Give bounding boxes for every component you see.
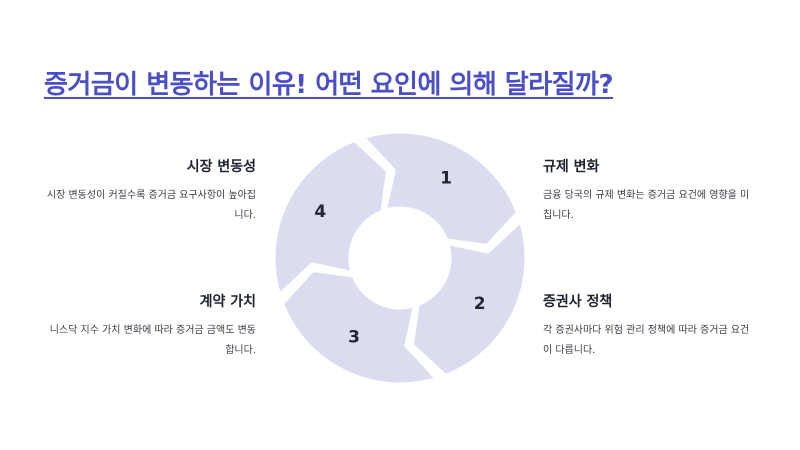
page-title: 증거금이 변동하는 이유! 어떤 요인에 의해 달라질까?	[44, 70, 614, 100]
cycle-segments	[272, 130, 528, 386]
cycle-diagram: 1 2 3 4	[272, 130, 528, 386]
factor-block-4: 계약 가치 니스닥 지수 가치 변화에 따라 증거금 금액도 변동합니다.	[46, 291, 256, 361]
factor-description-4: 니스닥 지수 가치 변화에 따라 증거금 금액도 변동합니다.	[49, 325, 256, 356]
cycle-segment-2	[411, 220, 528, 377]
cycle-number-4: 4	[314, 202, 326, 222]
factor-heading-4: 계약 가치	[199, 294, 256, 310]
cycle-segment-1	[362, 130, 519, 247]
factor-heading-1: 시장 변동성	[186, 159, 256, 175]
cycle-number-2: 2	[474, 294, 486, 314]
cycle-number-3: 3	[348, 328, 360, 348]
cycle-segment-3	[281, 269, 438, 386]
factor-heading-3: 증권사 정책	[543, 294, 613, 310]
cycle-numbers: 1 2 3 4	[314, 168, 485, 347]
factor-block-3: 증권사 정책 각 증권사마다 위험 관리 정책에 따라 증거금 요건이 다릅니다…	[543, 291, 753, 361]
cycle-number-1: 1	[440, 168, 452, 188]
factor-heading-2: 규제 변화	[543, 159, 600, 175]
factor-description-3: 각 증권사마다 위험 관리 정책에 따라 증거금 요건이 다릅니다.	[543, 325, 750, 356]
factor-block-2: 규제 변화 금융 당국의 규제 변화는 증거금 요건에 영향을 미칩니다.	[543, 156, 753, 226]
factor-block-1: 시장 변동성 시장 변동성이 커질수록 증거금 요구사항이 높아집니다.	[46, 156, 256, 226]
factor-description-1: 시장 변동성이 커질수록 증거금 요구사항이 높아집니다.	[46, 190, 256, 221]
cycle-segment-4	[272, 139, 389, 296]
factor-description-2: 금융 당국의 규제 변화는 증거금 요건에 영향을 미칩니다.	[543, 190, 750, 221]
